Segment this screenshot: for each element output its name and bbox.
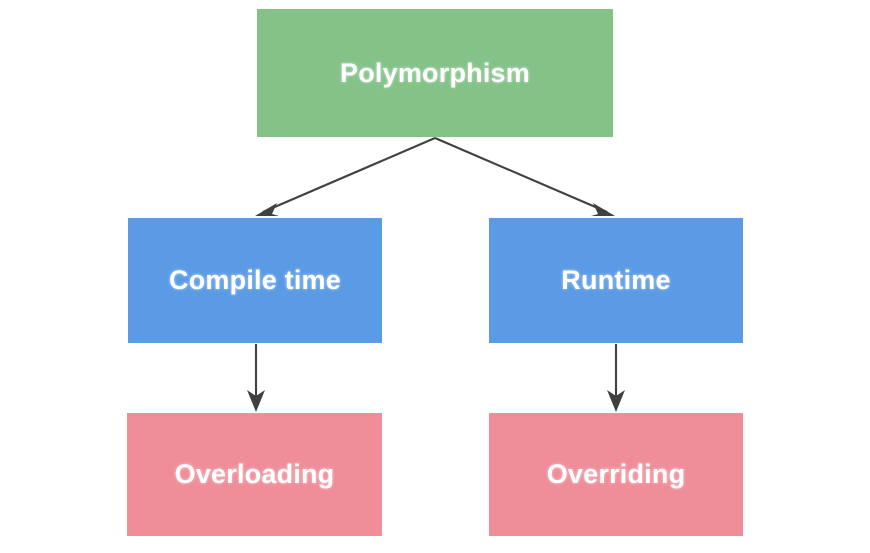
node-polymorphism-label: Polymorphism [340, 57, 530, 88]
edge-runtime-to-overriding-arrowhead [607, 390, 625, 412]
node-overloading: Overloading [127, 413, 382, 536]
edge-root-to-compile-time-arrowhead [255, 203, 279, 216]
edge-root-to-runtime [434, 137, 615, 216]
node-compile-time: Compile time [128, 218, 382, 343]
edge-compile-time-to-overloading-arrowhead [247, 390, 265, 412]
edge-root-to-compile-time [255, 137, 436, 216]
node-compile-time-label: Compile time [169, 265, 341, 295]
edge-runtime-to-overriding [607, 344, 625, 412]
edge-compile-time-to-overloading [247, 344, 265, 412]
node-overriding-label: Overriding [546, 459, 686, 489]
node-runtime-label: Runtime [561, 265, 671, 295]
node-polymorphism: Polymorphism [257, 9, 613, 137]
node-runtime: Runtime [489, 218, 743, 343]
edge-root-to-compile-time-line [262, 137, 436, 213]
node-overriding: Overriding [489, 413, 743, 536]
edge-root-to-runtime-line [434, 137, 608, 213]
edge-root-to-runtime-arrowhead [591, 203, 615, 216]
node-overloading-label: Overloading [174, 459, 335, 489]
